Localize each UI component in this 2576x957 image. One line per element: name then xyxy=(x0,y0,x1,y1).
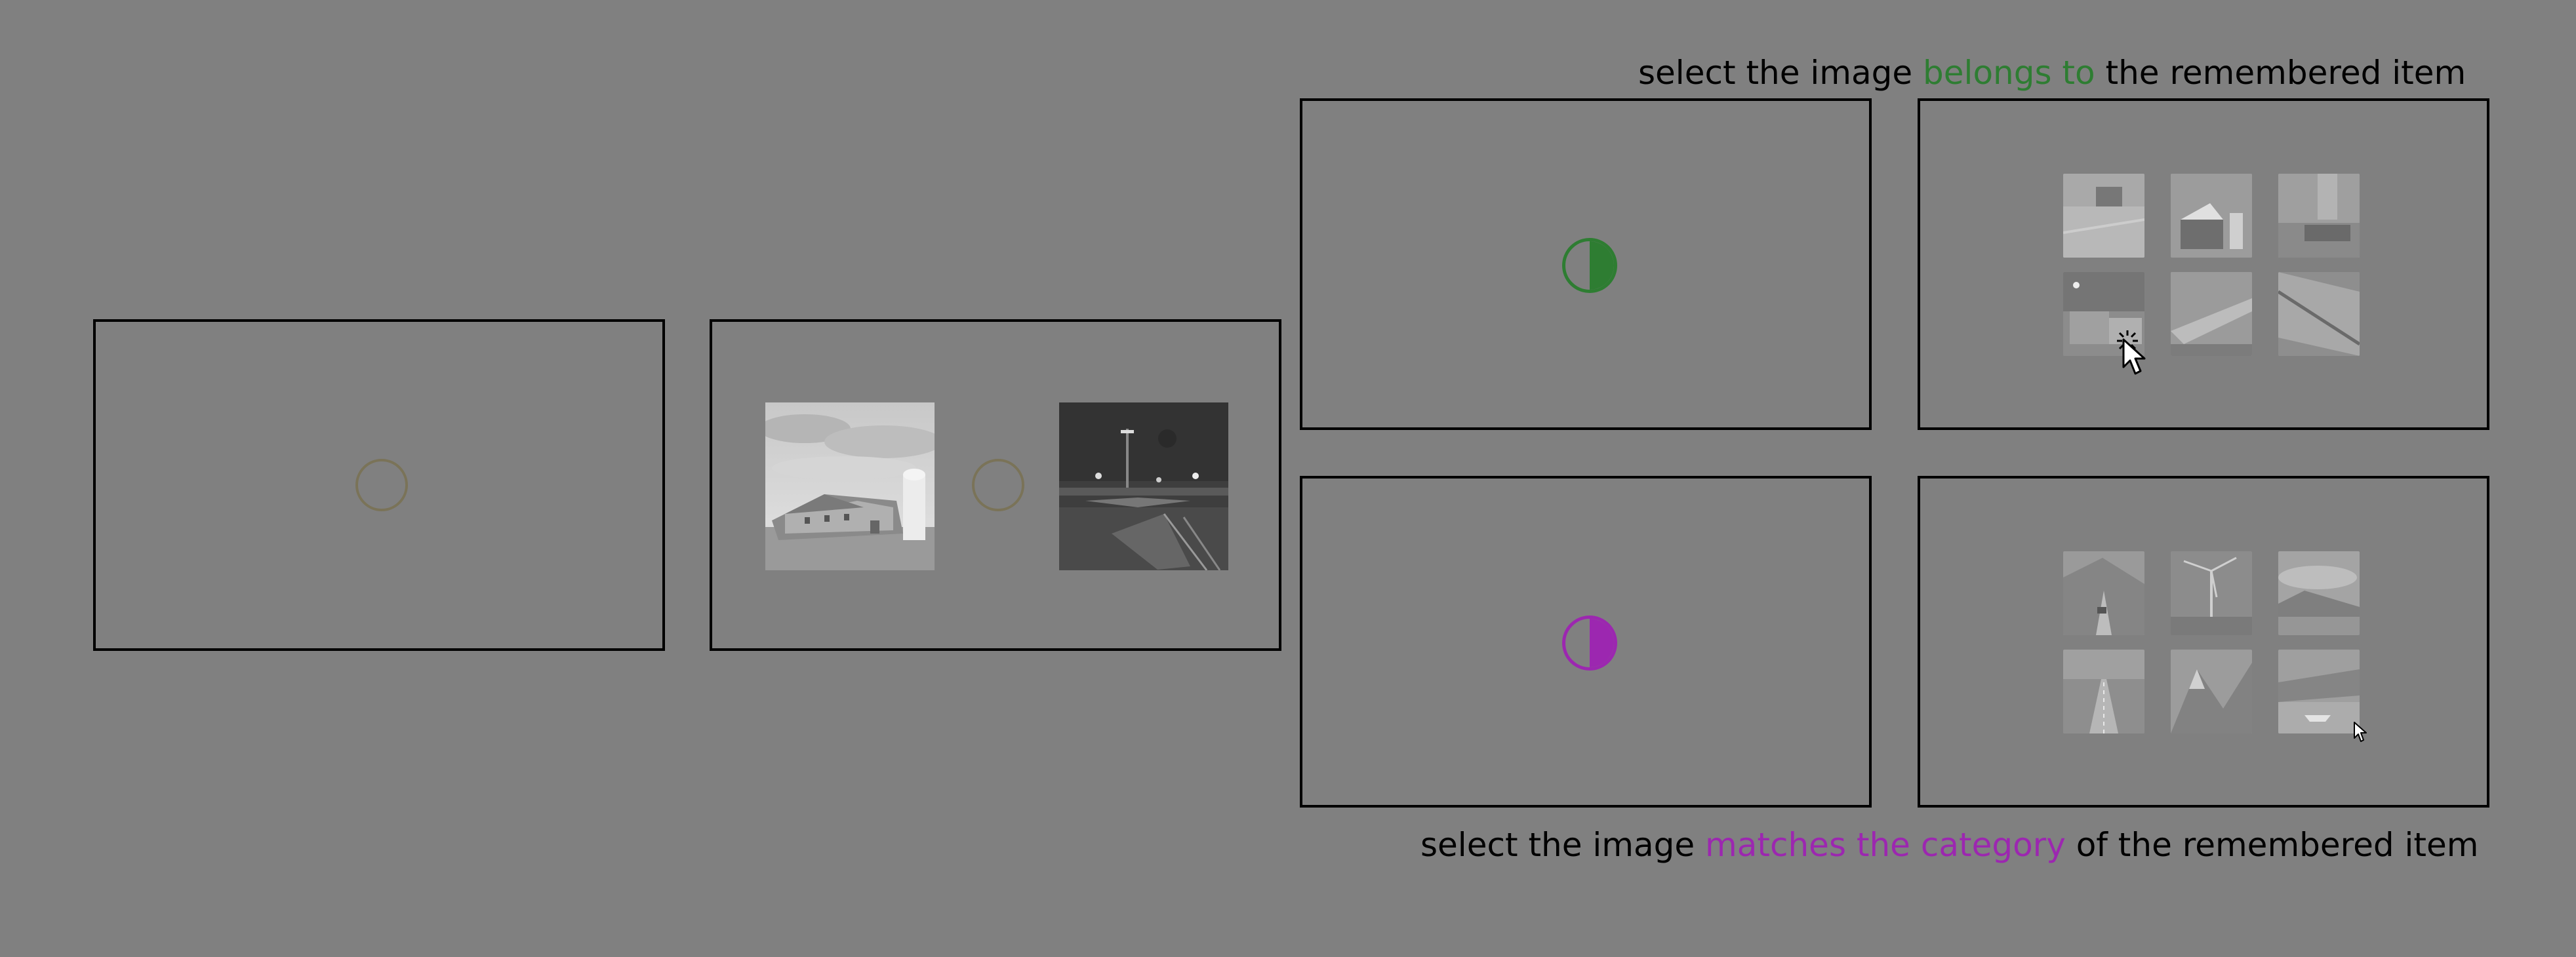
grid-image-coastal-hills[interactable] xyxy=(2278,551,2360,635)
click-burst-icon xyxy=(2117,330,2138,351)
grid-image-highway-road[interactable] xyxy=(2063,650,2144,733)
response-grid-top xyxy=(1918,98,2489,430)
instruction-top-prefix: select the image xyxy=(1638,54,1913,92)
instruction-bottom-suffix: of the remembered item xyxy=(2076,826,2479,864)
instruction-bottom-prefix: select the image xyxy=(1420,826,1695,864)
grid-image-barn-farm[interactable] xyxy=(2171,174,2252,258)
barn-with-silo-photo xyxy=(765,402,935,570)
instruction-top: select the image belongs to the remember… xyxy=(1638,54,2466,92)
half-disc-icon xyxy=(1562,615,1617,671)
mouse-pointer-icon xyxy=(2122,338,2146,375)
fixation-screen xyxy=(93,319,665,651)
fixation-ring-icon xyxy=(355,459,408,511)
grid-image-rural-field[interactable] xyxy=(2063,174,2144,258)
grid-image-hangar-interior[interactable] xyxy=(2278,272,2360,356)
half-disc-icon xyxy=(1562,238,1617,293)
grid-image-mountain-valley[interactable] xyxy=(2171,650,2252,733)
instruction-top-highlight: belongs to xyxy=(1923,54,2095,92)
grid-image-mountain-road[interactable] xyxy=(2063,551,2144,635)
encoding-screen xyxy=(710,319,1281,651)
cue-screen-green xyxy=(1300,98,1872,430)
fixation-ring-icon xyxy=(972,459,1024,511)
instruction-bottom: select the image matches the category of… xyxy=(1420,826,2478,864)
mouse-pointer-icon xyxy=(2354,722,2367,742)
instruction-bottom-highlight: matches the category xyxy=(1705,826,2066,864)
cue-screen-purple xyxy=(1300,476,1872,808)
grid-image-airplane-wing[interactable] xyxy=(2171,272,2252,356)
response-grid-bottom xyxy=(1918,476,2489,808)
instruction-top-suffix: the remembered item xyxy=(2105,54,2466,92)
airport-at-night-photo xyxy=(1059,402,1228,570)
grid-image-airport-gate[interactable] xyxy=(2063,272,2144,356)
grid-image-wind-turbine[interactable] xyxy=(2171,551,2252,635)
grid-image-lake-boat[interactable] xyxy=(2278,650,2360,733)
grid-image-farm-building[interactable] xyxy=(2278,174,2360,258)
